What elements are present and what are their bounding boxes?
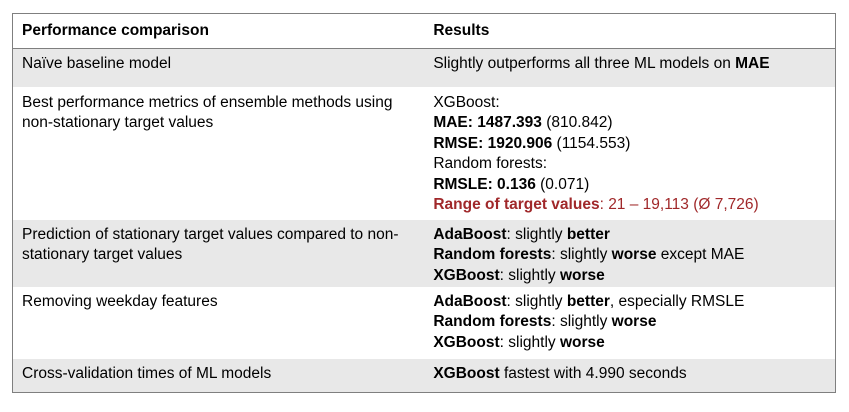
result-text: except MAE: [656, 246, 745, 263]
result-text: fastest with 4.990 seconds: [499, 364, 687, 382]
comparison-cell: Removing weekday features: [13, 287, 425, 359]
result-bold-text: better: [566, 292, 610, 310]
model-name: AdaBoost: [433, 292, 507, 310]
comparison-cell: Cross-validation times of ML models: [12, 358, 425, 393]
result-line: MAE: 1487.393 (810.842): [433, 113, 835, 134]
model-name: Random forests: [433, 313, 552, 330]
metric-label: MAE: 1487.393: [433, 114, 542, 131]
target-range-line: Range of target values: 21 – 19,113 (Ø 7…: [433, 195, 835, 216]
comparison-text: Naïve baseline model: [22, 55, 172, 72]
result-cell: XGBoost fastest with 4.990 seconds: [424, 358, 836, 393]
target-range-label: Range of target values: [433, 196, 600, 213]
result-text: , especially RMSLE: [609, 292, 745, 310]
result-line: RMSE: 1920.906 (1154.553): [433, 134, 835, 155]
metric-std: (1154.553): [552, 134, 631, 152]
metric-std: (0.071): [535, 175, 590, 193]
result-line: RMSLE: 0.136 (0.071): [433, 175, 835, 196]
comparison-text: Cross-validation times of ML models: [22, 364, 272, 382]
table-row: Prediction of stationary target values c…: [12, 219, 836, 287]
performance-comparison-table: Performance comparison Results Naïve bas…: [12, 13, 836, 393]
result-text: : slightly: [499, 333, 560, 351]
result-line: Slightly outperforms all three ML models…: [433, 54, 835, 75]
result-bold-text: better: [566, 225, 610, 243]
result-line: AdaBoost: slightly better: [433, 225, 835, 246]
model-name: XGBoost: [433, 364, 500, 382]
result-text: : slightly: [506, 292, 567, 310]
result-line: Random forests:: [433, 155, 548, 172]
result-line: AdaBoost: slightly better, especially RM…: [433, 292, 835, 313]
result-bold-text: worse: [611, 313, 657, 330]
comparison-cell: Best performance metrics of ensemble met…: [13, 87, 425, 220]
result-line: XGBoost fastest with 4.990 seconds: [433, 364, 835, 385]
model-name: Random forests: [433, 246, 552, 263]
header-row: Performance comparison Results: [12, 13, 836, 49]
column-header-comparison: Performance comparison: [12, 13, 425, 49]
comparison-text: Best performance metrics of ensemble met…: [22, 93, 393, 132]
result-text: : slightly: [506, 225, 567, 243]
result-cell: AdaBoost: slightly better, especially RM…: [424, 287, 835, 359]
result-cell: XGBoost: MAE: 1487.393 (810.842) RMSE: 1…: [424, 87, 835, 220]
result-line: XGBoost:: [433, 93, 500, 111]
result-line: XGBoost: slightly worse: [433, 333, 835, 354]
metric-std: (810.842): [541, 114, 613, 131]
table-row: Best performance metrics of ensemble met…: [13, 87, 836, 220]
result-bold-text: MAE: [735, 55, 770, 72]
comparison-text: Removing weekday features: [22, 292, 218, 310]
result-text: : slightly: [551, 246, 612, 263]
column-header-results: Results: [424, 13, 836, 49]
comparison-cell: Prediction of stationary target values c…: [12, 219, 425, 287]
result-text: : slightly: [551, 313, 612, 330]
result-line: XGBoost: slightly worse: [433, 266, 835, 287]
model-name: XGBoost: [433, 266, 500, 284]
result-bold-text: worse: [611, 246, 657, 263]
metric-label: RMSLE: 0.136: [433, 175, 536, 193]
model-name: AdaBoost: [433, 225, 507, 243]
result-line: Random forests: slightly worse: [433, 312, 835, 333]
metric-label: RMSE: 1920.906: [433, 134, 553, 152]
result-text: Slightly outperforms all three ML models…: [433, 55, 736, 72]
result-cell: AdaBoost: slightly better Random forests…: [424, 219, 836, 287]
table-row: Naïve baseline model Slightly outperform…: [12, 48, 836, 87]
table-row: Cross-validation times of ML models XGBo…: [12, 358, 836, 393]
table-row: Removing weekday features AdaBoost: slig…: [13, 287, 836, 359]
comparison-cell: Naïve baseline model: [12, 48, 425, 87]
comparison-text: Prediction of stationary target values c…: [22, 225, 399, 264]
target-range-value: : 21 – 19,113 (Ø 7,726): [599, 196, 759, 213]
result-bold-text: worse: [559, 266, 605, 284]
model-name: XGBoost: [433, 333, 500, 351]
result-bold-text: worse: [559, 333, 605, 351]
result-text: : slightly: [499, 266, 560, 284]
result-line: Random forests: slightly worse except MA…: [433, 245, 835, 266]
result-cell: Slightly outperforms all three ML models…: [424, 48, 836, 87]
